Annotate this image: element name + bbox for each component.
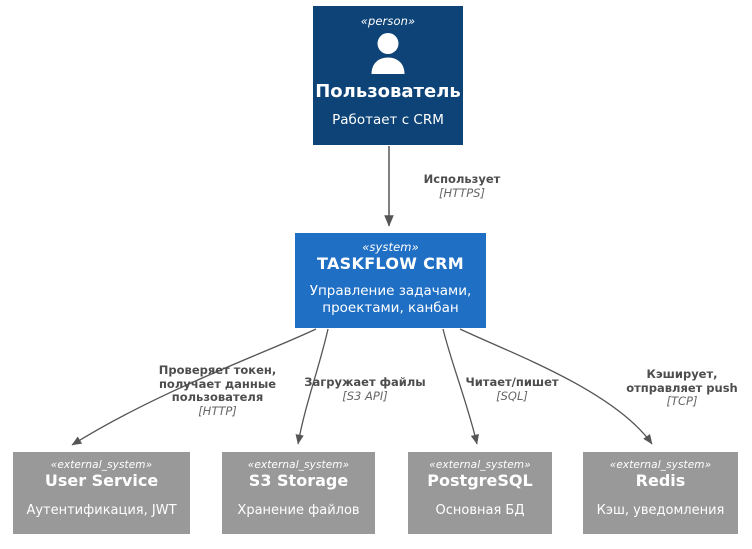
- node-title: User Service: [44, 471, 159, 490]
- node-stereotype: «external_system»: [609, 459, 712, 471]
- edge-system-to-user-service: [71, 328, 317, 446]
- edge-label-tech: [S3 API]: [342, 388, 388, 403]
- edge-label-person-to-system: Использует [HTTPS]: [382, 172, 542, 200]
- node-title: Пользователь: [315, 81, 461, 102]
- edge-label-tech: [TCP]: [666, 394, 698, 408]
- node-title: PostgreSQL: [427, 471, 533, 490]
- node-external-s3-storage[interactable]: «external_system» S3 Storage Хранение фа…: [222, 452, 375, 534]
- node-external-postgresql[interactable]: «external_system» PostgreSQL Основная БД: [408, 452, 552, 534]
- node-system-taskflow-crm[interactable]: «system» TASKFLOW CRM Управление задачам…: [295, 233, 486, 328]
- node-stereotype: «person»: [360, 14, 416, 28]
- node-external-redis[interactable]: «external_system» Redis Кэш, уведомления: [583, 452, 738, 534]
- node-person[interactable]: «person» Пользователь Работает с CRM: [313, 6, 463, 145]
- node-description: Управление задачами, проектами, канбан: [309, 283, 472, 316]
- node-description: Основная БД: [435, 503, 525, 519]
- edge-label-text: Проверяет токен, получает данные пользов…: [158, 363, 277, 404]
- node-title: S3 Storage: [248, 471, 349, 490]
- edge-label-system-to-postgresql: Читает/пишет [SQL]: [452, 375, 572, 403]
- edge-label-system-to-redis: Кэширует, отправляет push [TCP]: [617, 367, 747, 409]
- edge-system-to-postgresql: [442, 328, 479, 445]
- edge-label-tech: [SQL]: [496, 388, 528, 403]
- edge-label-system-to-s3: Загружает файлы [S3 API]: [300, 375, 430, 403]
- edge-label-text: Читает/пишет: [465, 375, 559, 389]
- node-title: Redis: [635, 471, 686, 490]
- node-description: Кэш, уведомления: [596, 503, 725, 519]
- edge-label-text: Загружает файлы: [304, 375, 426, 389]
- edge-label-system-to-user-service: Проверяет токен, получает данные пользов…: [150, 363, 285, 418]
- node-title: TASKFLOW CRM: [317, 254, 464, 273]
- node-external-user-service[interactable]: «external_system» User Service Аутентифи…: [13, 452, 190, 534]
- person-icon: [366, 31, 410, 79]
- node-stereotype: «system»: [362, 240, 419, 254]
- edge-label-text: Кэширует, отправляет push: [626, 367, 738, 395]
- node-description: Аутентификация, JWT: [26, 503, 177, 519]
- node-description: Работает с CRM: [332, 111, 444, 128]
- edge-label-tech: [HTTP]: [198, 403, 237, 418]
- node-stereotype: «external_system»: [50, 459, 153, 471]
- node-stereotype: «external_system»: [247, 459, 350, 471]
- node-stereotype: «external_system»: [429, 459, 531, 471]
- edge-label-text: Использует: [423, 172, 501, 186]
- edge-system-to-s3-storage: [295, 328, 329, 445]
- edge-label-tech: [HTTPS]: [439, 185, 485, 200]
- node-description: Хранение файлов: [237, 503, 360, 519]
- edge-system-to-redis: [459, 328, 653, 445]
